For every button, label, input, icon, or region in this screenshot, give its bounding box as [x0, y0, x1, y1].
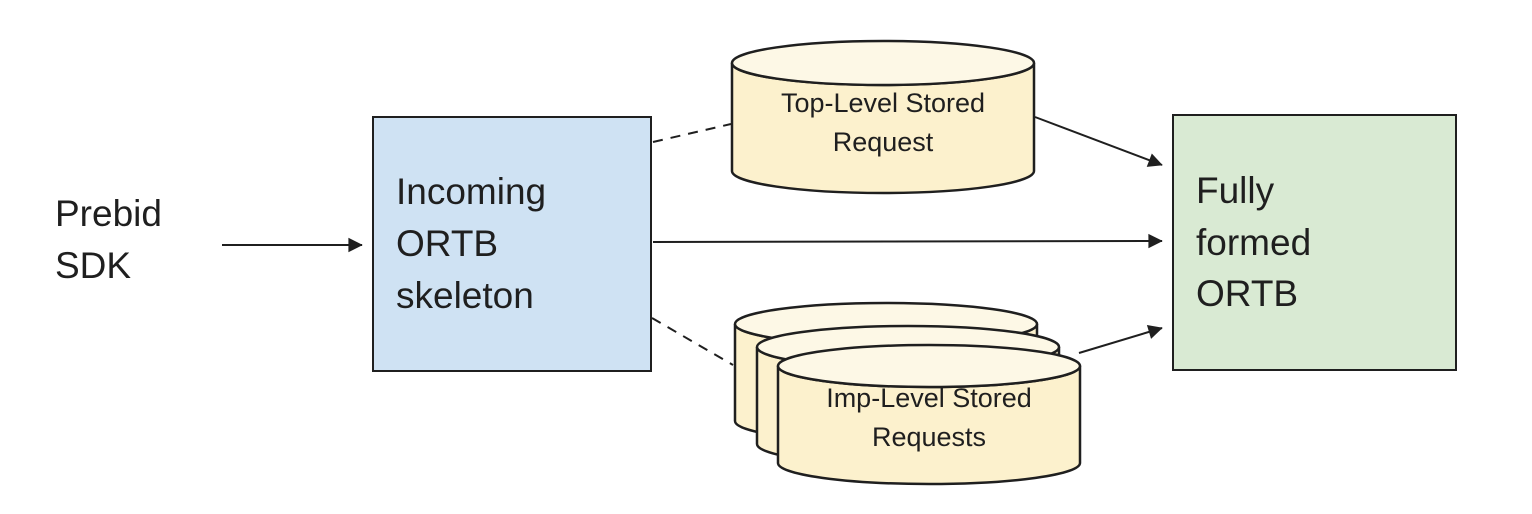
incoming-ortb-skeleton-label: Incoming ORTB skeleton: [396, 171, 547, 316]
imp-stored-requests-label: Imp-Level Stored Requests: [826, 383, 1032, 453]
top-stored-request-label: Top-Level Stored Request: [780, 88, 986, 158]
dashed-edge-incoming-to-imp-store: [651, 317, 734, 366]
arrow-imp-store-to-output: [1078, 325, 1163, 354]
incoming-ortb-skeleton-box: Incoming ORTB skeleton: [372, 116, 652, 372]
imp-cylinder-front: [776, 343, 1082, 486]
dashed-edge-incoming-to-top-store: [652, 123, 732, 143]
fully-formed-ortb-box: Fully formed ORTB: [1172, 114, 1457, 371]
prebid-sdk-label: Prebid SDK: [55, 193, 162, 286]
arrow-top-store-to-output: [1034, 116, 1163, 167]
fully-formed-ortb-label: Fully formed ORTB: [1196, 169, 1312, 315]
arrow-incoming-to-output: [652, 233, 1163, 249]
top-stored-request-cylinder: [730, 39, 1036, 195]
imp-stored-requests-cylinder-stack: [733, 301, 1082, 486]
